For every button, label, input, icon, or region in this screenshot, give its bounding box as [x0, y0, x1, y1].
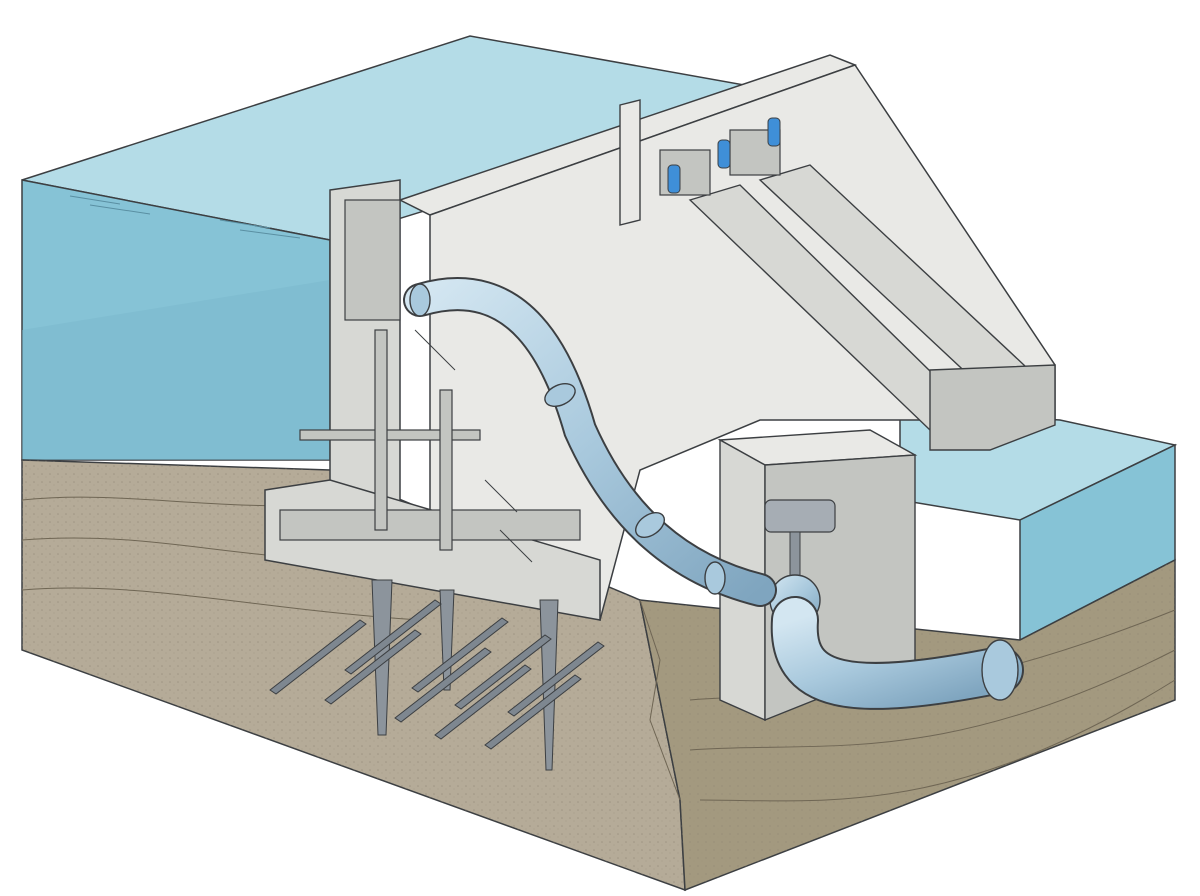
reservoir-deep-band	[22, 280, 330, 460]
penstock-rings	[409, 283, 726, 595]
gate-blue-cylinder-2	[717, 139, 731, 169]
spillway	[619, 99, 1056, 451]
gate-blue-cylinder-1	[667, 164, 681, 194]
draft-tube-outlet	[981, 639, 1019, 701]
draft-tube	[770, 596, 1024, 710]
dam-galleries	[279, 199, 581, 551]
spillway-gate-mechanisms	[659, 117, 781, 196]
spillway-apron	[929, 364, 1056, 451]
reservoir	[21, 35, 801, 461]
gate-blue-cylinder-3	[767, 117, 781, 147]
generator-housing	[764, 499, 836, 533]
dam-staircases	[414, 329, 533, 563]
dam-body	[264, 54, 1056, 621]
draft-tube-pipe-fill	[772, 598, 1022, 708]
penstock	[403, 277, 777, 607]
penstock-pipe-fill	[405, 279, 775, 605]
water-ripple-lines	[69, 195, 301, 239]
spillway-gate-pier	[619, 99, 641, 226]
rebar-rods	[269, 599, 605, 750]
